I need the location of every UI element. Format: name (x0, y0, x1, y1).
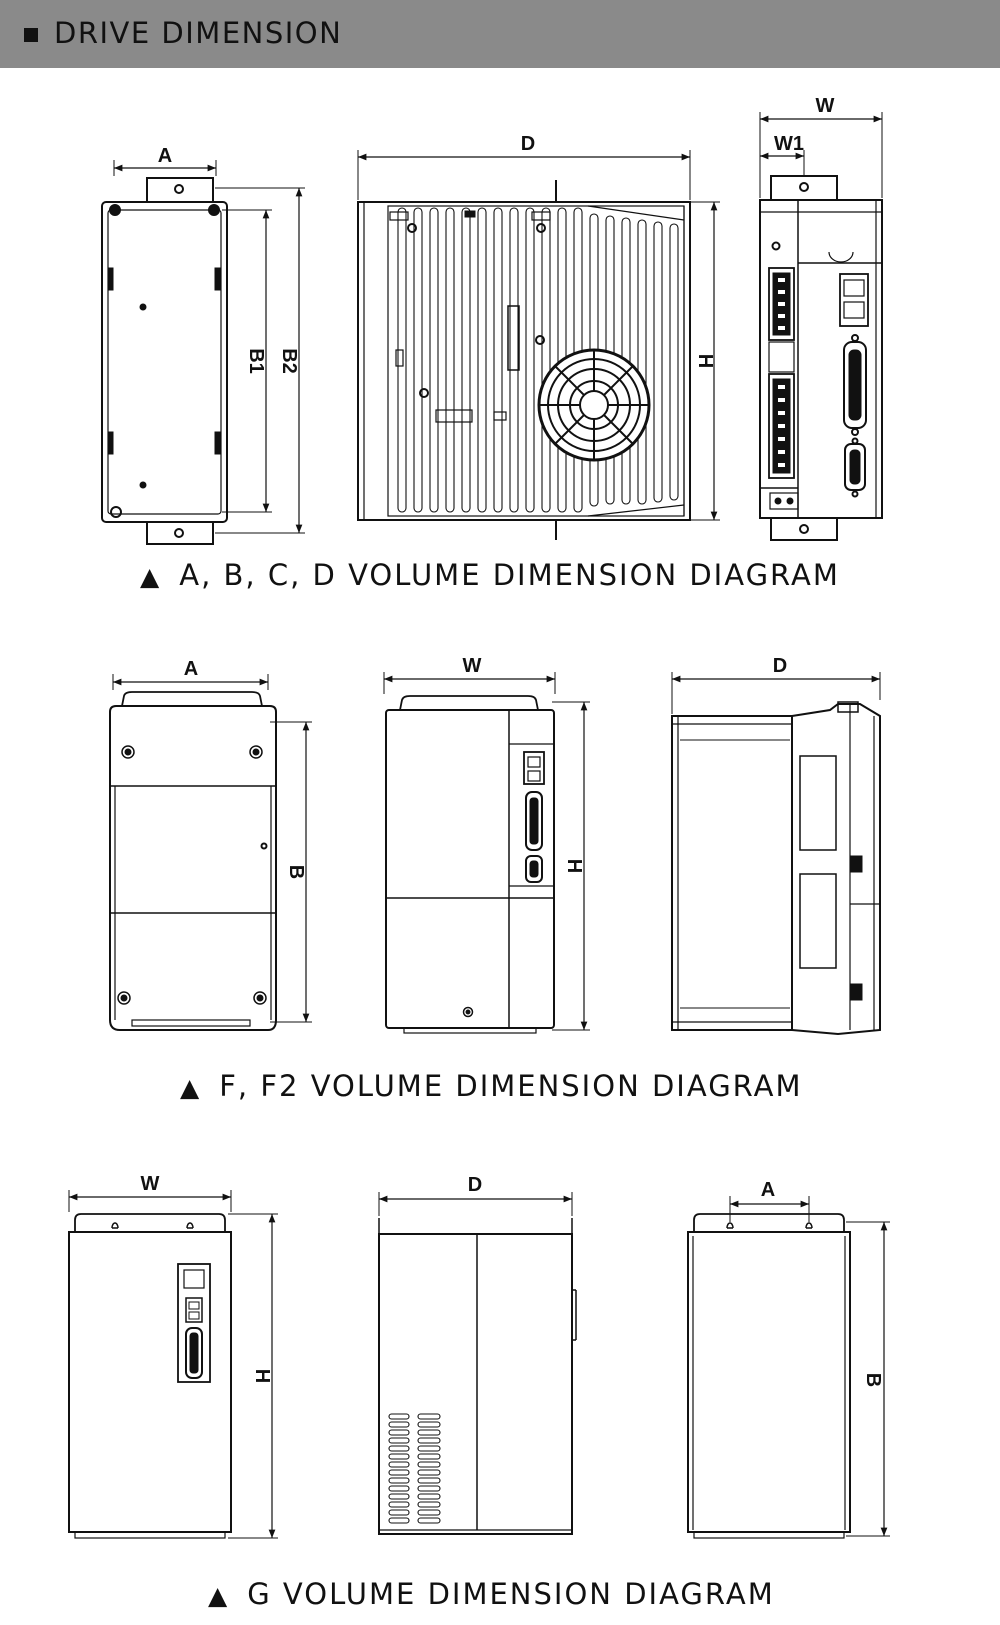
abcd-front-view (101, 160, 305, 545)
vent-slots (388, 1413, 441, 1524)
dimension-labels: A B1 B2 D H W W1 A B W H D W H D A B (141, 95, 884, 1387)
abcd-panel-view (759, 112, 883, 541)
section-title: DRIVE DIMENSION (54, 16, 343, 50)
label-a-2: A (184, 658, 198, 680)
caption-f-text: F, F2 VOLUME DIMENSION DIAGRAM (219, 1069, 803, 1103)
label-w-1: W (816, 95, 835, 117)
fan-icon (537, 348, 651, 462)
label-b2: B2 (278, 348, 300, 374)
g-side-view (378, 1192, 577, 1535)
f-panel-view (383, 672, 590, 1034)
label-d-3: D (468, 1174, 482, 1196)
label-a-1: A (158, 145, 172, 167)
bullet-square-icon (24, 28, 38, 42)
caption-g: ▲ G VOLUME DIMENSION DIAGRAM (208, 1577, 775, 1611)
label-b-3: B (862, 1373, 884, 1387)
label-a-3: A (761, 1179, 775, 1201)
g-back-view (687, 1196, 890, 1539)
label-b-2: B (285, 865, 307, 879)
label-h-1: H (694, 354, 716, 368)
cooling-fins (397, 207, 679, 513)
abcd-side-view (357, 150, 720, 540)
f-side-view (671, 672, 881, 1036)
label-w-2: W (463, 655, 482, 677)
triangle-icon: ▲ (208, 1581, 230, 1610)
triangle-icon: ▲ (180, 1073, 202, 1102)
label-h-3: H (251, 1369, 273, 1383)
caption-g-text: G VOLUME DIMENSION DIAGRAM (247, 1577, 775, 1611)
f-front-view (109, 674, 312, 1031)
caption-abcd-text: A, B, C, D VOLUME DIMENSION DIAGRAM (179, 558, 840, 592)
label-d-2: D (773, 655, 787, 677)
caption-f: ▲ F, F2 VOLUME DIMENSION DIAGRAM (180, 1069, 803, 1103)
caption-abcd: ▲ A, B, C, D VOLUME DIMENSION DIAGRAM (140, 558, 840, 592)
label-h-2: H (563, 859, 585, 873)
label-d-1: D (521, 133, 535, 155)
g-front-view (68, 1190, 278, 1539)
section-header: DRIVE DIMENSION (0, 0, 1000, 68)
label-w1: W1 (774, 133, 804, 155)
triangle-icon: ▲ (140, 562, 162, 591)
label-b1: B1 (245, 348, 267, 374)
label-w-3: W (141, 1173, 160, 1195)
